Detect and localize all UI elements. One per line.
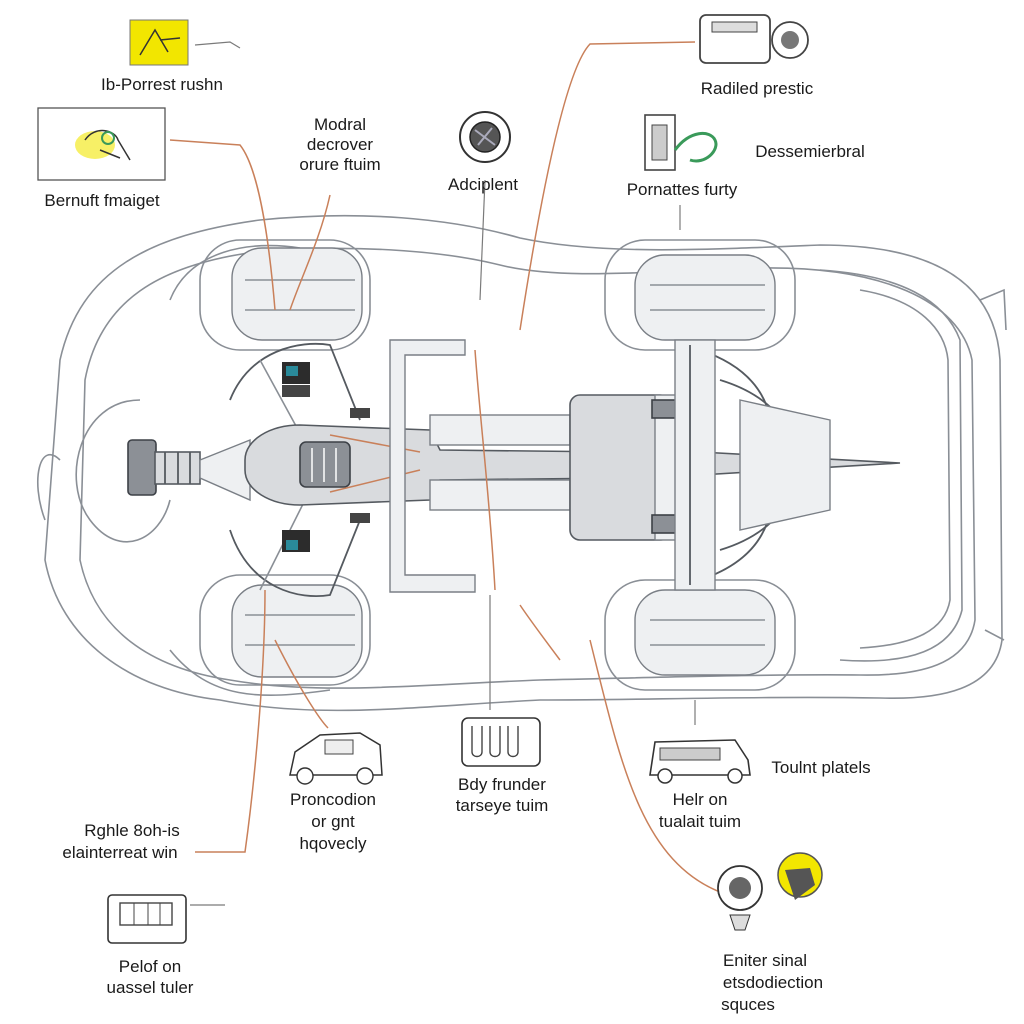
fuse-module-icon	[644, 114, 718, 171]
label-rghle-line1: Rghle 8oh-is	[84, 821, 179, 840]
filter-block-icon	[461, 717, 541, 767]
label-enter-line1: Eniter sinal	[723, 951, 807, 970]
label-pelof-line1: Pelof on	[119, 957, 181, 976]
component-detail-icon	[37, 107, 166, 181]
front-left-wheel	[199, 239, 371, 351]
label-pronc-line1: Proncodion	[290, 790, 376, 809]
label-modral-line2: decrover	[307, 135, 373, 154]
rear-gearbox	[569, 339, 831, 591]
label-helr-line1: Helr on	[673, 790, 728, 809]
machine-unit-icon	[699, 14, 809, 64]
label-pornattes: Pornattes furty	[627, 180, 738, 199]
label-enter-line3: squces	[721, 995, 775, 1014]
front-control-modules	[282, 362, 370, 552]
label-toulnt: Toulnt platels	[771, 758, 870, 777]
label-enter-line2: etsdodiection	[723, 973, 823, 992]
label-adciplent: Adciplent	[448, 175, 518, 194]
rear-right-wheel	[604, 579, 796, 691]
warning-tool-icon	[129, 19, 189, 66]
label-modral-line1: Modral	[314, 115, 366, 134]
center-tunnel	[389, 339, 571, 593]
rear-left-wheel	[604, 239, 796, 351]
front-hub-assembly	[127, 438, 251, 502]
car-sketch-icon	[289, 732, 383, 785]
panel-box-icon	[107, 894, 187, 944]
car-body-outline	[37, 214, 1007, 712]
labels: Ib-Porrest rushn Modral decrover orure f…	[44, 75, 870, 1014]
label-pronc-line2: or gnt	[311, 812, 355, 831]
label-radiled: Radiled prestic	[701, 79, 814, 98]
label-modral-line3: orure ftuim	[299, 155, 380, 174]
label-body-line2: tarseye tuim	[456, 796, 549, 815]
label-bernuft: Bernuft fmaiget	[44, 191, 160, 210]
label-helr-line2: tualait tuim	[659, 812, 741, 831]
label-pronc-line3: hqovecly	[299, 834, 367, 853]
label-porrest-rushn: Ib-Porrest rushn	[101, 75, 223, 94]
label-pelof-line2: uassel tuler	[107, 978, 194, 997]
leader-lines	[169, 41, 721, 906]
label-rghle-line2: elainterreat win	[62, 843, 177, 862]
vehicle-side-icon	[649, 739, 751, 784]
label-body-line1: Bdy frunder	[458, 775, 546, 794]
camera-device-icon	[717, 852, 823, 931]
sensor-round-icon	[459, 111, 511, 163]
label-dessemerbral: Dessemierbral	[755, 142, 865, 161]
